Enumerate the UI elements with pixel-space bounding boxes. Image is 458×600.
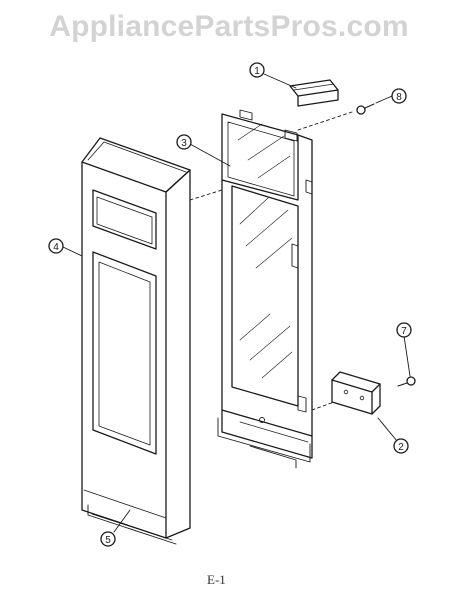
callout-2-label: 2 (398, 442, 404, 453)
callout-5: 5 (100, 531, 116, 547)
callout-1: 1 (249, 62, 265, 78)
callout-4-label: 4 (53, 242, 59, 253)
callout-7-label: 7 (401, 326, 407, 337)
inner-door-panel (217, 109, 313, 469)
screw-8 (356, 103, 375, 115)
callout-8-label: 8 (396, 92, 402, 103)
callout-7: 7 (396, 322, 412, 338)
leader-lines (62, 73, 411, 533)
callout-1-label: 1 (254, 66, 260, 77)
top-hinge-bracket (289, 79, 339, 107)
callout-2: 2 (393, 438, 409, 454)
watermark-text: AppliancePartsPros.com (49, 10, 409, 43)
callout-5-label: 5 (105, 535, 111, 546)
door-frame (81, 137, 191, 545)
callout-4: 4 (48, 238, 64, 254)
callout-8: 8 (391, 88, 407, 104)
screw-7 (397, 376, 416, 387)
callout-3-label: 3 (181, 138, 187, 149)
bottom-hinge-bracket (331, 371, 381, 415)
page-label: E-1 (207, 572, 226, 587)
callout-3: 3 (176, 134, 192, 150)
